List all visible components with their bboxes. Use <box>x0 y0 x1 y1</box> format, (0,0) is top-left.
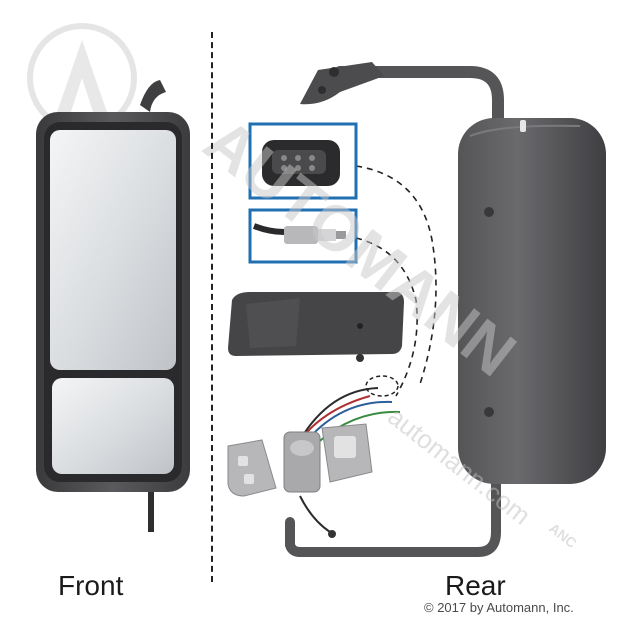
rear-mirror-housing <box>458 118 606 484</box>
rear-arm <box>285 66 504 557</box>
front-main-glass <box>50 130 176 370</box>
copyright-notice: © 2017 by Automann, Inc. <box>424 600 574 615</box>
front-mirror <box>36 80 190 532</box>
connector-plug-inset <box>248 122 358 200</box>
watermark-mark: ANC <box>546 520 580 551</box>
front-convex-glass <box>52 378 174 474</box>
front-caption: Front <box>58 570 124 601</box>
harness-cover <box>228 292 404 356</box>
coax-connector-inset <box>248 208 358 264</box>
wire-end-terminal <box>328 530 336 538</box>
small-screw <box>356 354 364 362</box>
lower-mount-bracket <box>227 423 373 497</box>
wire-callout <box>365 375 399 397</box>
connector-leaders <box>355 165 437 397</box>
rear-caption: Rear <box>445 570 506 601</box>
front-rear-divider <box>211 32 213 582</box>
top-mount-bracket <box>300 62 384 105</box>
